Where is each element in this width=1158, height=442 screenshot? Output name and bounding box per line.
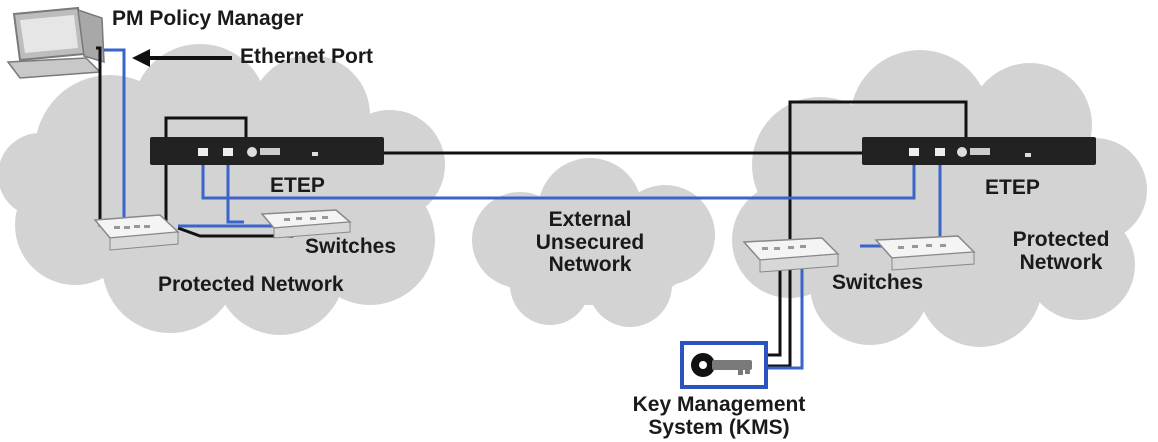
switch-right-left [742,237,840,273]
external-line1: External [548,208,632,231]
switch-left-back [260,209,352,239]
kms-line2: System (KMS) [648,415,790,439]
protected-network-right-line2: Network [1019,250,1103,274]
etep-left-label: ETEP [270,174,325,197]
etep-device-left [150,137,384,165]
external-line2: Unsecured [535,230,645,254]
external-line3: Network [548,253,632,277]
external-network-label: External Unsecured Network [520,208,660,277]
cloud-middle [472,158,715,327]
pm-policy-manager-label: PM Policy Manager [112,7,304,30]
switch-right-right [874,235,976,271]
protected-network-right-line1: Protected [1012,228,1110,251]
etep-right-label: ETEP [985,176,1040,199]
ethernet-port-label: Ethernet Port [240,45,374,68]
protected-network-right-label: Protected Network [996,228,1126,274]
switch-left-front [93,214,180,251]
arrow-left-icon [132,49,232,67]
key-icon [691,353,752,377]
kms-label: Key Management System (KMS) [604,393,834,439]
computer-icon [6,6,105,79]
switches-right-label: Switches [832,271,924,294]
protected-network-left-label: Protected Network [158,273,344,296]
etep-device-right [862,137,1096,165]
switches-left-label: Switches [305,235,397,258]
blue-cables [104,48,942,370]
kms-line1: Key Management [632,393,806,416]
